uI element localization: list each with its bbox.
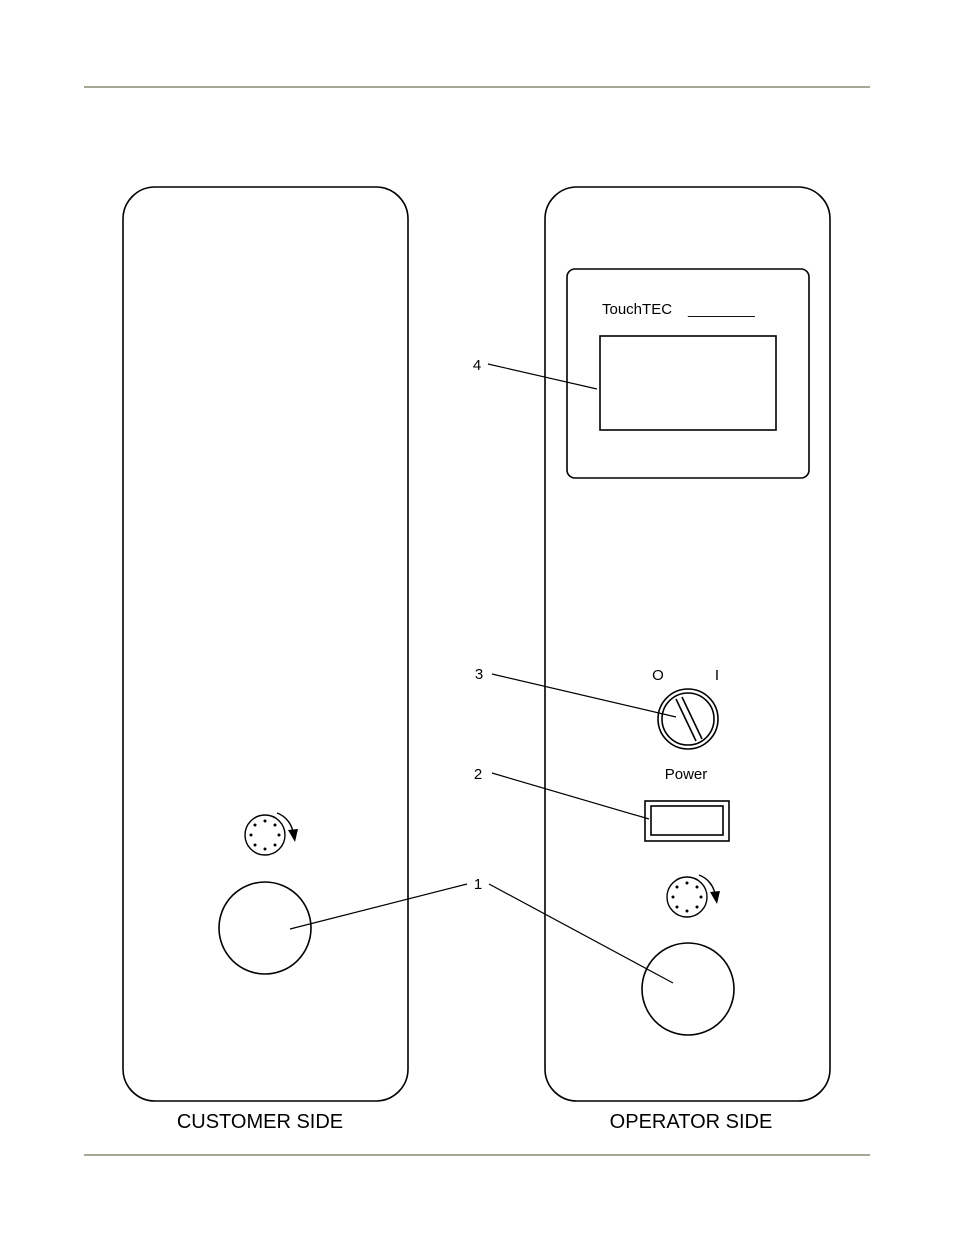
leader-1-operator: [489, 884, 673, 983]
callout-1: 1: [474, 876, 482, 893]
display-name-blank: ________: [687, 301, 755, 318]
operator-side-caption: OPERATOR SIDE: [610, 1111, 773, 1133]
customer-panel: CUSTOMER SIDE: [123, 187, 408, 1133]
switch-off-symbol: O: [652, 667, 664, 684]
leader-3: [492, 674, 676, 717]
leader-2: [492, 773, 649, 819]
leader-4: [488, 364, 597, 389]
operator-panel-outline: [545, 187, 830, 1101]
switch-on-symbol: I: [715, 667, 719, 684]
callout-4: 4: [473, 357, 481, 374]
callout-3: 3: [475, 666, 483, 683]
customer-side-caption: CUSTOMER SIDE: [177, 1111, 343, 1133]
customer-knob: [219, 882, 311, 974]
rotation-dial-icon: [667, 875, 720, 917]
display-brand: TouchTEC: [602, 301, 672, 318]
display-screen: [600, 336, 776, 430]
keyswitch-icon: [658, 689, 718, 749]
power-label: Power: [665, 766, 708, 783]
callout-2: 2: [474, 766, 482, 783]
operator-panel: TouchTEC ________ O I Power: [545, 187, 830, 1133]
leader-1-customer: [290, 884, 467, 929]
power-button-inner: [651, 806, 723, 835]
operator-knob: [642, 943, 734, 1035]
callouts: 4 3 2 1: [290, 357, 676, 983]
customer-panel-outline: [123, 187, 408, 1101]
rotation-dial-icon: [245, 813, 298, 855]
